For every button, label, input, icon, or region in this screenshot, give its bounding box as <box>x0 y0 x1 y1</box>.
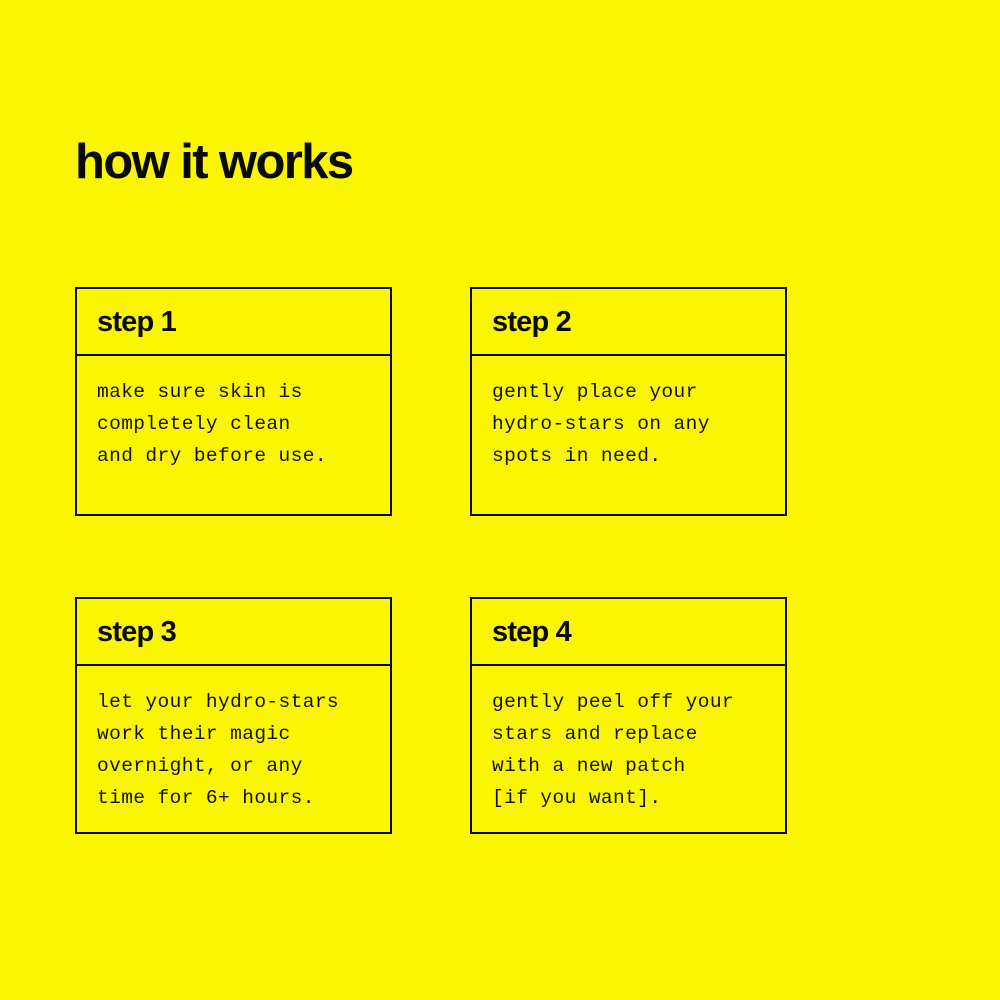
step-card-1-label: step 1 <box>97 306 177 338</box>
steps-row-top: step 1 make sure skin is completely clea… <box>75 287 787 516</box>
steps-row-bottom: step 3 let your hydro-stars work their m… <box>75 597 787 834</box>
step-card-1-header: step 1 <box>77 289 390 356</box>
step-card-1-line-1: make sure skin is <box>97 381 303 403</box>
step-card-3-line-4: time for 6+ hours. <box>97 787 315 809</box>
step-card-2-line-2: hydro-stars on any <box>492 413 710 435</box>
step-card-4-header: step 4 <box>472 599 785 666</box>
step-card-1-line-2: completely clean <box>97 413 291 435</box>
step-card-1-line-3: and dry before use. <box>97 445 327 467</box>
step-card-3-body: let your hydro-stars work their magic ov… <box>77 666 390 832</box>
step-card-4-line-1: gently peel off your <box>492 691 735 713</box>
step-card-3-line-2: work their magic <box>97 723 291 745</box>
step-card-3-line-1: let your hydro-stars <box>97 691 340 713</box>
step-card-1-body: make sure skin is completely clean and d… <box>77 356 390 514</box>
step-card-3-header: step 3 <box>77 599 390 666</box>
step-card-2-line-1: gently place your <box>492 381 698 403</box>
step-card-2-header: step 2 <box>472 289 785 356</box>
step-card-2-line-3: spots in need. <box>492 445 662 467</box>
step-card-2-body: gently place your hydro-stars on any spo… <box>472 356 785 514</box>
step-card-3-line-3: overnight, or any <box>97 755 303 777</box>
step-card-4-line-4: [if you want]. <box>492 787 662 809</box>
step-card-2-label: step 2 <box>492 306 572 338</box>
page-title: how it works <box>75 134 354 189</box>
step-card-3-label: step 3 <box>97 616 177 648</box>
step-card-4-line-2: stars and replace <box>492 723 698 745</box>
steps-grid: step 1 make sure skin is completely clea… <box>75 287 787 834</box>
step-card-4-body: gently peel off your stars and replace w… <box>472 666 785 832</box>
step-card-3: step 3 let your hydro-stars work their m… <box>75 597 392 834</box>
step-card-2: step 2 gently place your hydro-stars on … <box>470 287 787 516</box>
step-card-4: step 4 gently peel off your stars and re… <box>470 597 787 834</box>
step-card-4-line-3: with a new patch <box>492 755 686 777</box>
step-card-1: step 1 make sure skin is completely clea… <box>75 287 392 516</box>
step-card-4-label: step 4 <box>492 616 572 648</box>
